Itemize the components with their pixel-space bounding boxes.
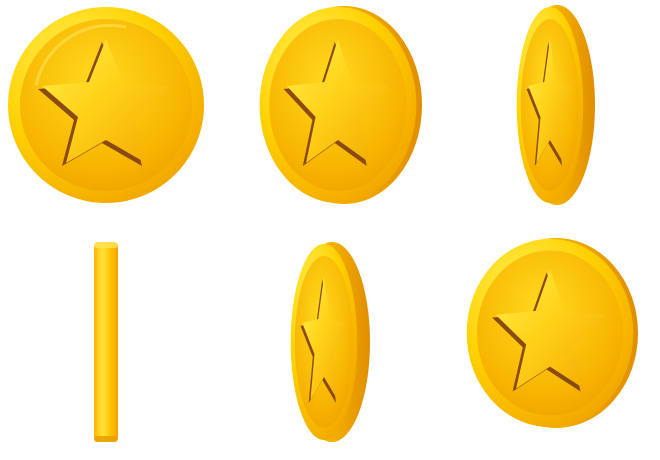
- star-3: [528, 39, 572, 163]
- coin-frame-1: [8, 7, 204, 203]
- star-2: [286, 39, 390, 163]
- star-1: [42, 39, 170, 163]
- coin-frame-6: [466, 238, 638, 428]
- star-6: [495, 269, 605, 389]
- coin-frame-2: [259, 6, 422, 204]
- coin-frame-3: [516, 5, 595, 205]
- star-5: [302, 276, 346, 400]
- coin-frame-5: [290, 242, 370, 442]
- coin-frame-4: [94, 242, 118, 442]
